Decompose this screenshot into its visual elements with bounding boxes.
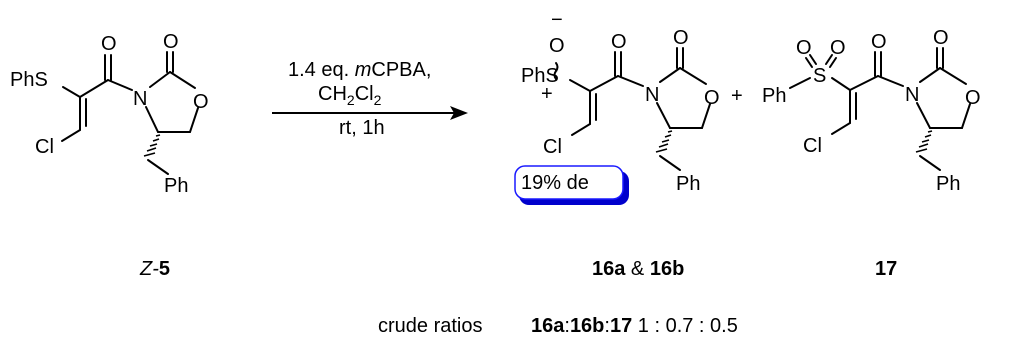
- product1-atom-o-minus: O: [549, 35, 565, 57]
- reactant-atom-o3: O: [193, 91, 209, 113]
- conditions-line2: CH2Cl2: [318, 83, 382, 108]
- reactant-label: Z-5: [139, 258, 170, 280]
- reaction-arrow: [272, 106, 468, 120]
- product2-atom-o3: O: [965, 87, 981, 109]
- product1-atom-ph: Ph: [676, 173, 700, 195]
- product1-atom-n: N: [645, 84, 659, 106]
- product2-structure: [789, 47, 971, 171]
- product1-atom-o1: O: [611, 31, 627, 53]
- de-badge: 19% de: [514, 165, 629, 205]
- conditions-line1: 1.4 eq. mCPBA,: [288, 59, 431, 81]
- ratios-values: 16a:16b:17 1 : 0.7 : 0.5: [531, 315, 738, 337]
- product1-atom-phs: PhS: [521, 65, 559, 87]
- reactant-atom-cl: Cl: [35, 136, 54, 158]
- reactant-atom-phs: PhS: [10, 69, 48, 91]
- reactant-atom-o1: O: [101, 33, 117, 55]
- reactant-atom-o2: O: [163, 31, 179, 53]
- reactant-atom-n: N: [133, 88, 147, 110]
- reactant-structure: [61, 51, 199, 175]
- product2-atom-o1: O: [871, 31, 887, 53]
- product2-label: 17: [875, 258, 897, 280]
- ratios-prefix: crude ratios: [378, 315, 483, 337]
- product2-atom-o2: O: [933, 27, 949, 49]
- product1-atom-o3: O: [704, 87, 720, 109]
- product1-plus-charge: +: [541, 83, 553, 105]
- product2-atom-cl: Cl: [803, 135, 822, 157]
- product1-minus-charge: −: [551, 9, 563, 31]
- product2-atom-s: S: [813, 65, 826, 87]
- product2-atom-ph: Ph: [936, 173, 960, 195]
- conditions-line3: rt, 1h: [339, 117, 385, 139]
- plus-sign: +: [731, 85, 743, 107]
- product1-structure: [553, 47, 711, 171]
- product2-atom-n: N: [905, 84, 919, 106]
- product2-atom-o-s2: O: [830, 37, 846, 59]
- product2-atom-o-s1: O: [796, 37, 812, 59]
- de-badge-text: 19% de: [521, 172, 589, 194]
- product2-atom-ph-s: Ph: [762, 85, 786, 107]
- product1-atom-o2: O: [673, 27, 689, 49]
- product1-label: 16a & 16b: [592, 258, 684, 280]
- product1-atom-cl: Cl: [543, 136, 562, 158]
- reactant-atom-ph: Ph: [164, 175, 188, 197]
